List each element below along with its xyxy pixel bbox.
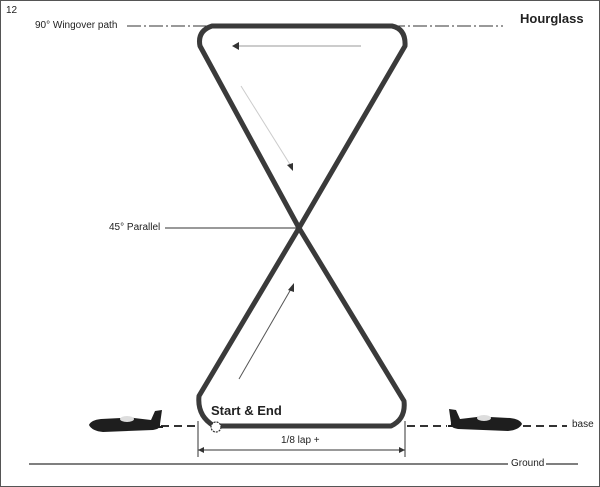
base-label: base: [572, 419, 594, 430]
hourglass-flight-path: [196, 23, 408, 429]
figure-number: 12: [6, 5, 18, 16]
lap-dimension: [197, 421, 406, 457]
lap-label: 1/8 lap +: [281, 435, 320, 446]
ground-label: Ground: [511, 458, 545, 469]
direction-arrow-top: [232, 42, 361, 50]
start-marker-circle-icon: [210, 421, 222, 433]
airplane-icon: [448, 409, 522, 431]
wingover-label: 90° Wingover path: [35, 20, 118, 31]
direction-arrow-up: [238, 283, 294, 380]
start-end-label: Start & End: [211, 403, 282, 418]
parallel-label: 45° Parallel: [109, 222, 161, 233]
direction-arrow-down: [240, 85, 293, 171]
airplane-icon: [89, 410, 163, 432]
figure-title: Hourglass: [520, 11, 584, 26]
